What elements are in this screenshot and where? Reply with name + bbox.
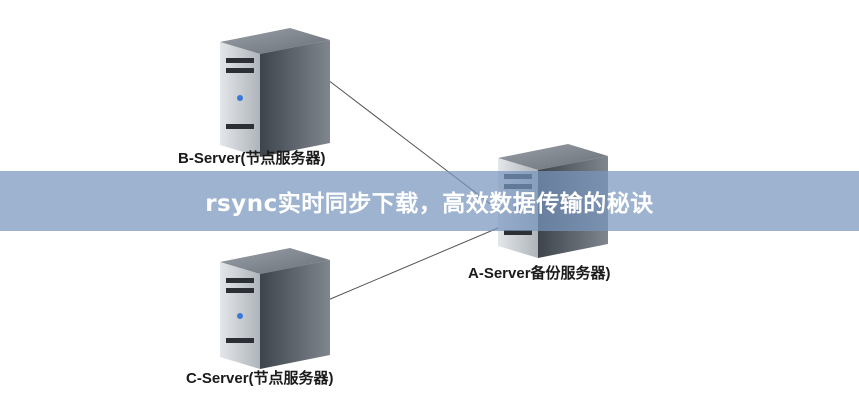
connection-c-to-a (327, 224, 506, 301)
server-b-icon (220, 28, 330, 157)
server-c-label: C-Server(节点服务器) (186, 370, 334, 387)
banner-title: rsync实时同步下载，高效数据传输的秘诀 (205, 191, 654, 217)
server-a-label: A-Server备份服务器) (468, 265, 611, 282)
server-b-label: B-Server(节点服务器) (178, 150, 326, 167)
server-c-icon (220, 248, 330, 369)
title-banner: rsync实时同步下载，高效数据传输的秘诀 (0, 171, 859, 231)
